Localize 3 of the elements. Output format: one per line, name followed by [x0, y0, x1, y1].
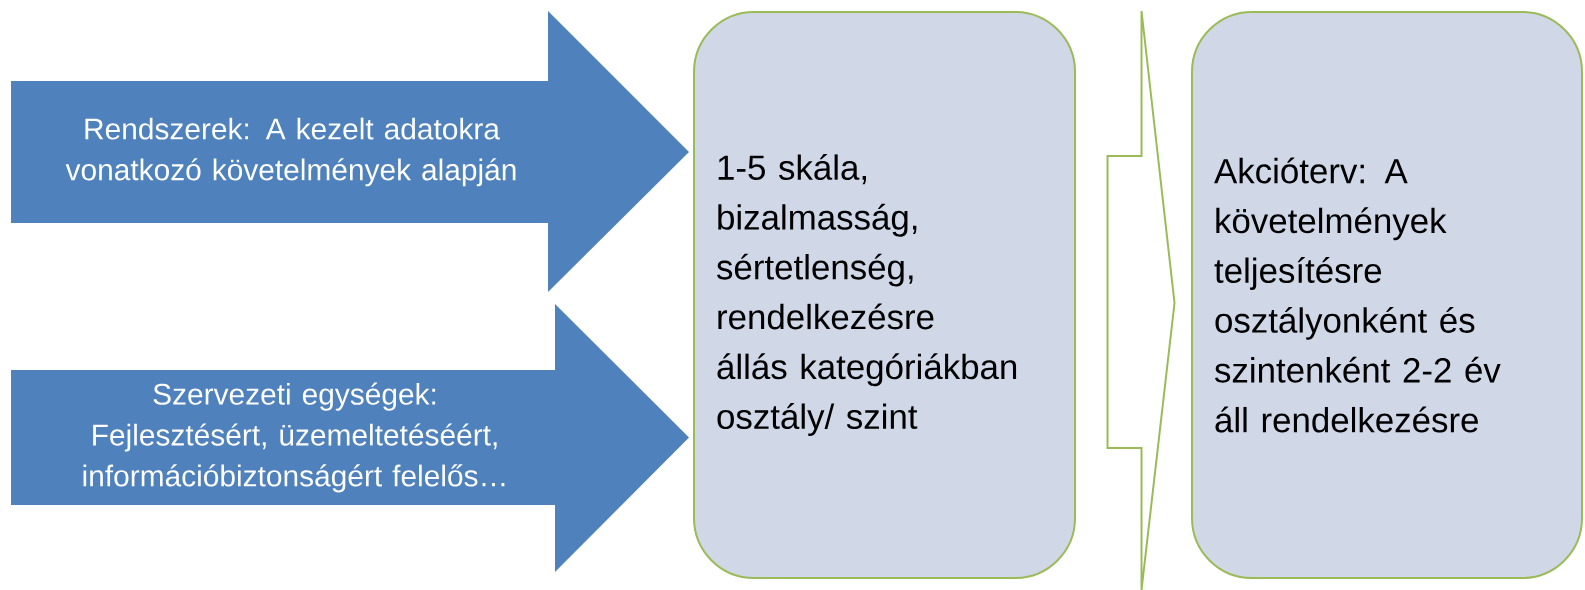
rounded-box: 1-5 skála, bizalmasság, sértetlenség, rendelkezésre állás kategóriákban osztály/ szint	[693, 11, 1076, 579]
chevron-arrow	[1106, 10, 1176, 590]
rounded-box: Akcióterv: A követelmények teljesítésre osztályonként és szintenként 2-2 év áll rendelkezésre	[1191, 11, 1583, 579]
